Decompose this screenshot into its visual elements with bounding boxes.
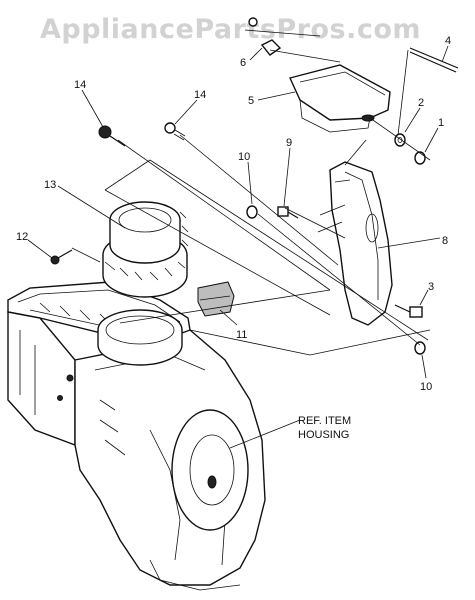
callout-11: 11 [236, 329, 247, 341]
callout-6: 6 [240, 57, 246, 69]
callout-10-upper: 10 [238, 151, 250, 163]
callout-1: 1 [438, 117, 444, 129]
callout-14-right: 14 [194, 89, 206, 101]
screw-part-14-left [98, 125, 126, 147]
callout-8: 8 [442, 235, 448, 247]
bolt-part-3 [394, 304, 423, 318]
chute-rotation-ring [102, 201, 189, 298]
callout-3: 3 [428, 281, 434, 293]
callout-14-left: 14 [74, 79, 86, 91]
nut-part-10-lower [414, 341, 426, 355]
nut-part-6 [248, 17, 282, 56]
bracket-part-5 [289, 64, 391, 133]
bushing-part-11 [197, 281, 235, 317]
crank-bracket-part-8 [317, 161, 393, 326]
callout-5: 5 [248, 95, 254, 107]
bolt-part-9 [277, 206, 299, 219]
nut-part-1 [414, 151, 426, 165]
callout-4: 4 [445, 35, 451, 47]
screw-part-14-right [164, 122, 186, 141]
watermark-logo: AppliancePartsPros.com [40, 14, 422, 45]
rod-part-4 [409, 47, 459, 69]
callout-10-lower: 10 [420, 381, 432, 393]
callout-2: 2 [418, 97, 424, 109]
assembly-lines [71, 29, 431, 356]
reference-item-label: REF. ITEM [298, 415, 351, 427]
reference-housing-label: HOUSING [298, 429, 349, 441]
housing [7, 281, 266, 591]
chute-ring-lower [97, 309, 183, 366]
callout-13: 13 [44, 179, 56, 191]
callout-9: 9 [286, 137, 292, 149]
callout-12: 12 [16, 231, 28, 243]
screw-part-12 [50, 249, 73, 265]
leader-lines [27, 45, 449, 449]
nut-part-10-upper [246, 205, 258, 219]
washer-part-2 [394, 133, 406, 147]
